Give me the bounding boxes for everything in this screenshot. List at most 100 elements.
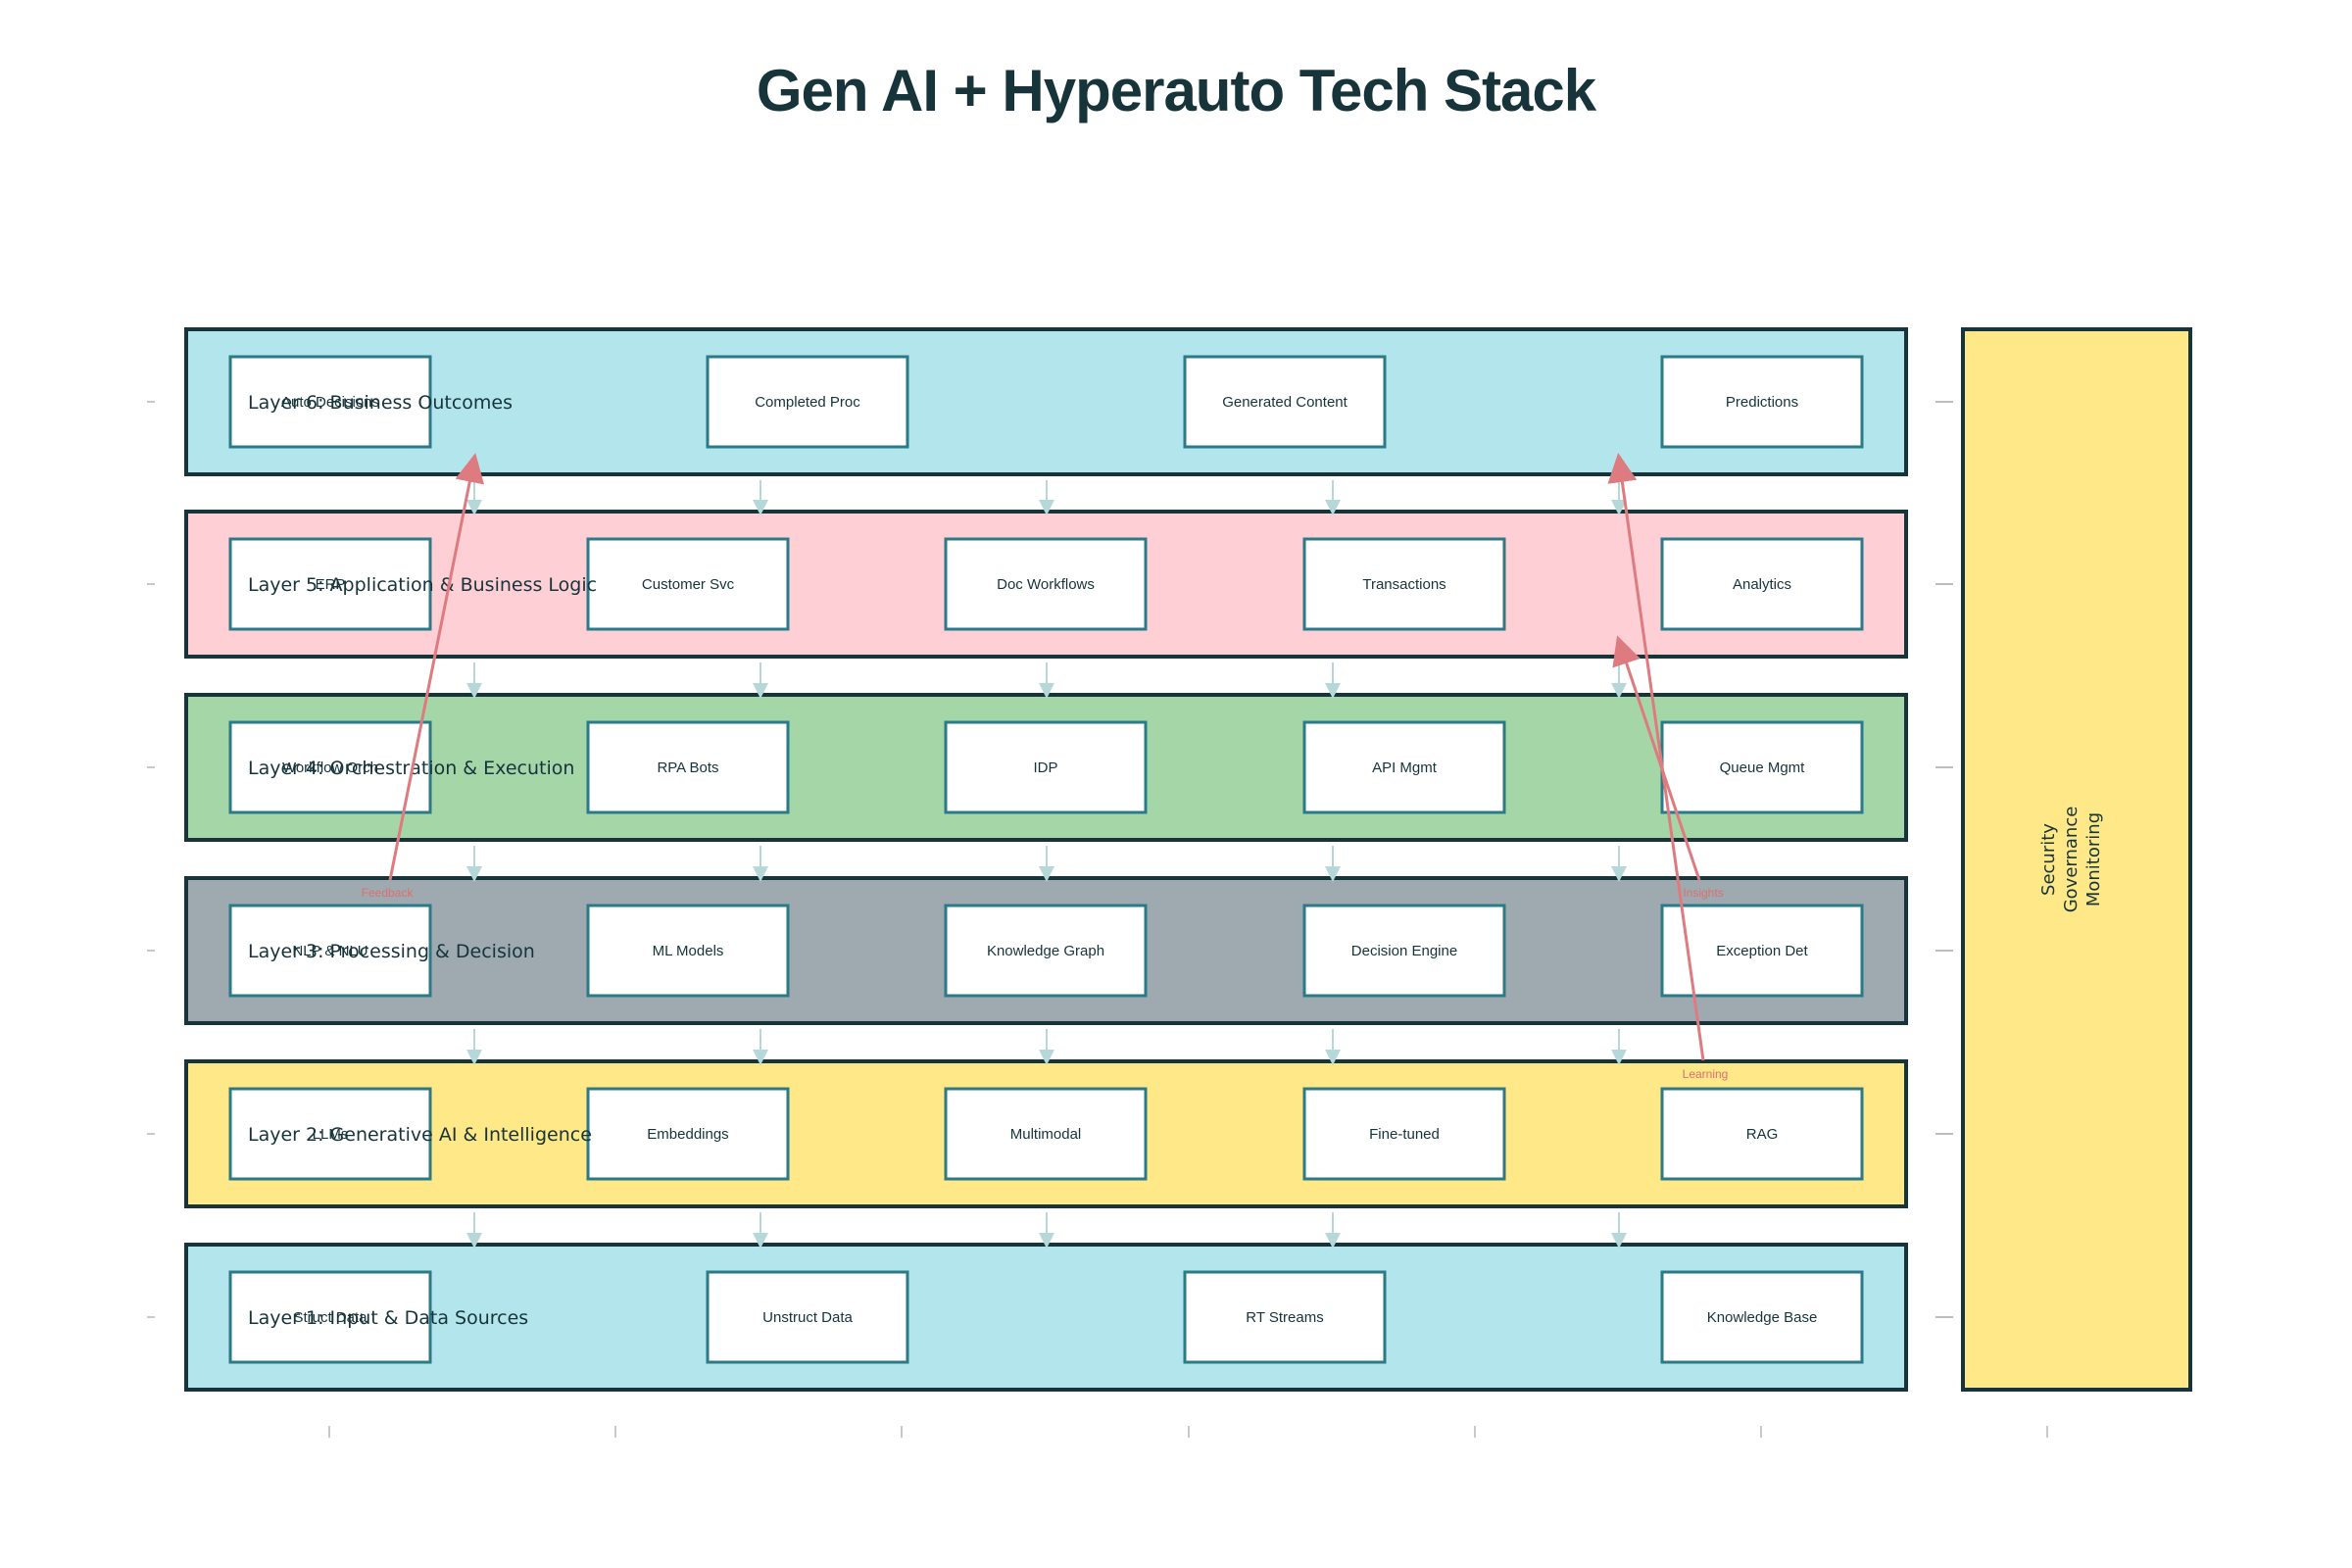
- component-label: Queue Mgmt: [1720, 760, 1806, 776]
- layer-layer2: LLMs Embeddings Multimodal Fine-tuned RAG Lay…: [147, 1059, 2068, 1208]
- component-box: LLMs: [228, 1087, 432, 1181]
- component-box: Completed Proc: [706, 355, 909, 449]
- component-label: Generated Content: [1222, 394, 1348, 411]
- component-rect: [944, 1087, 1148, 1181]
- component-box: Transactions: [1302, 537, 1506, 631]
- component-box: Knowledge Base: [1660, 1270, 1864, 1364]
- component-box: Fine-tuned: [1302, 1087, 1506, 1181]
- component-label: RPA Bots: [657, 760, 718, 776]
- component-label: ML Models: [653, 943, 724, 959]
- component-box: Unstruct Data: [706, 1270, 909, 1364]
- component-box: Embeddings: [586, 1087, 790, 1181]
- component-box: Analytics: [1660, 537, 1864, 631]
- component-label: LLMs: [313, 1126, 349, 1143]
- sidebar-label: Governance: [2061, 807, 2082, 913]
- component-box: IDP: [944, 720, 1148, 814]
- component-rect: [228, 1087, 432, 1181]
- component-box: RAG: [1660, 1087, 1864, 1181]
- component-box: NLP & NLU: [228, 904, 432, 998]
- component-rect: [1660, 1270, 1864, 1364]
- component-rect: [1183, 1270, 1387, 1364]
- layer-layer4: Workflow Orch RPA Bots IDP API Mgmt Queue Mg…: [147, 693, 2068, 842]
- component-rect: [228, 537, 432, 631]
- component-rect: [228, 1270, 432, 1364]
- component-label: RT Streams: [1246, 1309, 1323, 1326]
- component-box: Auto Decisions: [228, 355, 432, 449]
- diagram-title: Gen AI + Hyperauto Tech Stack: [756, 58, 1596, 123]
- layer-label: Layer 6: Business Outcomes: [248, 392, 513, 414]
- component-rect: [1660, 537, 1864, 631]
- component-label: IDP: [1033, 760, 1057, 776]
- component-box: ML Models: [586, 904, 790, 998]
- component-box: API Mgmt: [1302, 720, 1506, 814]
- layer-label: Layer 3: Processing & Decision: [248, 941, 535, 962]
- component-label: Unstruct Data: [762, 1309, 853, 1326]
- component-label: Fine-tuned: [1369, 1126, 1440, 1143]
- component-label: Exception Det: [1716, 943, 1808, 959]
- feedback-label: Learning: [1683, 1067, 1729, 1081]
- component-rect: [944, 904, 1148, 998]
- component-label: API Mgmt: [1372, 760, 1438, 776]
- component-box: RPA Bots: [586, 720, 790, 814]
- component-rect: [1183, 355, 1387, 449]
- component-rect: [1660, 355, 1864, 449]
- component-label: Completed Proc: [755, 394, 860, 411]
- layer-band: [184, 1243, 1908, 1392]
- component-rect: [228, 904, 432, 998]
- component-label: Doc Workflows: [997, 576, 1095, 593]
- component-label: Multimodal: [1010, 1126, 1082, 1143]
- layer-layer3: NLP & NLU ML Models Knowledge Graph Decisio…: [147, 876, 2068, 1025]
- component-box: RT Streams: [1183, 1270, 1387, 1364]
- component-rect: [228, 355, 432, 449]
- component-box: ERP: [228, 537, 432, 631]
- component-box: Multimodal: [944, 1087, 1148, 1181]
- component-label: Decision Engine: [1351, 943, 1457, 959]
- component-rect: [586, 537, 790, 631]
- component-label: Embeddings: [647, 1126, 728, 1143]
- component-rect: [706, 1270, 909, 1364]
- component-rect: [228, 720, 432, 814]
- feedback-edge: Learning: [1607, 453, 1729, 1081]
- component-rect: [1660, 904, 1864, 998]
- sidebar-label: Security: [2038, 823, 2059, 896]
- component-rect: [1660, 1087, 1864, 1181]
- component-box: Knowledge Graph: [944, 904, 1148, 998]
- sidebar-label: Monitoring: [2083, 812, 2104, 906]
- component-box: Predictions: [1660, 355, 1864, 449]
- feedback-label: Insights: [1683, 886, 1723, 900]
- component-label: Knowledge Base: [1707, 1309, 1818, 1326]
- component-box: Doc Workflows: [944, 537, 1148, 631]
- component-label: Workflow Orch: [282, 760, 378, 776]
- component-rect: [706, 355, 909, 449]
- component-label: Predictions: [1726, 394, 1798, 411]
- component-rect: [1302, 904, 1506, 998]
- feedback-edge: Feedback: [362, 453, 485, 900]
- component-box: Workflow Orch: [228, 720, 432, 814]
- component-box: Decision Engine: [1302, 904, 1506, 998]
- component-box: Generated Content: [1183, 355, 1387, 449]
- component-rect: [586, 1087, 790, 1181]
- feedback-edge: Insights: [1612, 635, 1724, 900]
- component-label: Knowledge Graph: [987, 943, 1104, 959]
- component-rect: [1660, 720, 1864, 814]
- layer-label: Layer 2: Generative AI & Intelligence: [248, 1124, 592, 1146]
- layer-band: [184, 327, 1908, 476]
- component-box: Exception Det: [1660, 904, 1864, 998]
- component-label: Transactions: [1362, 576, 1446, 593]
- component-rect: [944, 720, 1148, 814]
- component-label: Struct Data: [293, 1309, 368, 1326]
- layer-label: Layer 1: Input & Data Sources: [248, 1307, 528, 1329]
- feedback-arrow: [1612, 635, 1701, 881]
- component-rect: [586, 904, 790, 998]
- component-rect: [1302, 537, 1506, 631]
- layer-layer1: Struct Data Unstruct Data RT Streams Knowle…: [147, 1243, 2068, 1392]
- component-label: Customer Svc: [642, 576, 735, 593]
- feedback-label: Feedback: [362, 886, 415, 900]
- layer-layer6: Auto Decisions Completed Proc Generated Co…: [147, 327, 2068, 476]
- component-rect: [1302, 720, 1506, 814]
- component-box: Queue Mgmt: [1660, 720, 1864, 814]
- component-label: Auto Decisions: [281, 394, 379, 411]
- layer-label: Layer 5: Application & Business Logic: [248, 574, 597, 596]
